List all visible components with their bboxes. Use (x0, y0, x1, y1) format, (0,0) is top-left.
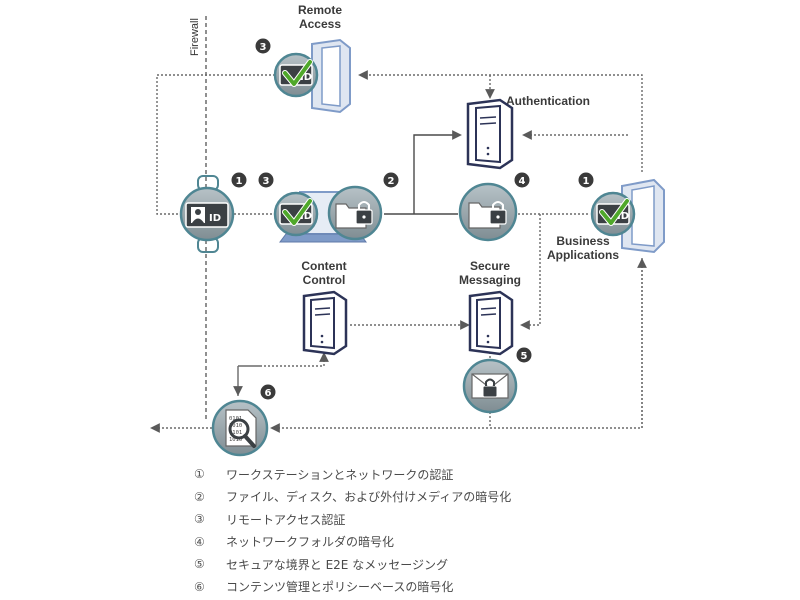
server-icon (311, 38, 351, 114)
remote-access-label-1: Remote (298, 3, 342, 17)
mail-lock-icon (471, 373, 509, 399)
legend-item: ③ リモートアクセス認証 (194, 508, 614, 531)
legend-number: ④ (194, 534, 205, 549)
svg-text:2: 2 (388, 176, 395, 187)
remote-access: Remote Access ID 3 (255, 3, 351, 114)
id-check-icon: ID (273, 191, 319, 237)
svg-text:1: 1 (236, 176, 243, 187)
server-icon (302, 290, 348, 356)
connector-policy-content (237, 352, 329, 396)
legend-text: ファイル、ディスク、および外付けメディアの暗号化 (226, 490, 512, 505)
folder-lock-icon (327, 185, 383, 241)
binary-line-4: 1010 (229, 437, 242, 443)
content-control-label-2: Control (303, 273, 346, 287)
document-magnifier-icon: 0101 1010 0101 1010 (225, 409, 257, 448)
badge-laptop-lock: 2 (383, 172, 399, 188)
binary-line-1: 0101 (229, 416, 242, 422)
legend: ① ワークステーションとネットワークの認証 ② ファイル、ディスク、および外付け… (194, 463, 614, 598)
legend-number: ⑥ (194, 579, 205, 594)
id-card-text: ID (209, 213, 221, 224)
business-applications-label-2: Applications (547, 248, 619, 262)
legend-item: ④ ネットワークフォルダの暗号化 (194, 531, 614, 554)
content-control-label-1: Content (301, 259, 346, 273)
legend-number: ② (194, 489, 205, 504)
secure-messaging-label-2: Messaging (459, 273, 521, 287)
svg-text:3: 3 (263, 176, 270, 187)
svg-text:6: 6 (265, 388, 272, 399)
legend-number: ③ (194, 512, 205, 527)
badge-laptop-check: 3 (258, 172, 274, 188)
folder-lock-icon (468, 201, 507, 229)
secure-messaging: Secure Messaging (459, 259, 521, 356)
firewall: Firewall (189, 16, 207, 420)
secure-mail: 5 (462, 347, 532, 414)
laptop-encryption: ID 3 2 (258, 172, 399, 243)
badge-mail: 5 (516, 347, 532, 363)
legend-number: ⑤ (194, 557, 205, 572)
legend-text: コンテンツ管理とポリシーベースの暗号化 (226, 580, 454, 595)
svg-text:1: 1 (583, 176, 590, 187)
legend-text: ネットワークフォルダの暗号化 (226, 535, 395, 550)
badge-remote-access: 3 (255, 38, 271, 54)
badge-policy: 6 (260, 384, 276, 400)
legend-text: リモートアクセス認証 (226, 512, 346, 527)
legend-item: ⑤ セキュアな境界と E2E なメッセージング (194, 553, 614, 576)
badge-business-app: 1 (578, 172, 594, 188)
id-check-icon: ID (590, 191, 636, 237)
legend-item: ② ファイル、ディスク、および外付けメディアの暗号化 (194, 486, 614, 509)
network-folder: 4 (458, 172, 530, 242)
binary-line-3: 0101 (229, 430, 242, 436)
content-control: Content Control (301, 259, 348, 356)
authentication-label: Authentication (506, 94, 590, 108)
secure-messaging-label-1: Secure (470, 259, 510, 273)
legend-text: セキュアな境界と E2E なメッセージング (226, 557, 448, 572)
policy-encryption: 0101 1010 0101 1010 6 (211, 384, 276, 457)
svg-text:5: 5 (521, 351, 528, 362)
id-card-text: ID (617, 211, 629, 222)
id-card-icon: ID (185, 202, 229, 228)
connector-content-policy (233, 365, 260, 396)
connector-laptop-auth (413, 130, 462, 214)
authentication: Authentication (466, 94, 590, 170)
id-check-icon: ID (273, 52, 319, 98)
svg-text:3: 3 (260, 42, 267, 53)
business-applications: ID 1 Business Applications (547, 172, 665, 262)
remote-access-label-2: Access (299, 17, 341, 31)
id-card-text: ID (300, 211, 312, 222)
firewall-label: Firewall (189, 18, 201, 56)
id-card-text: ID (300, 72, 312, 83)
badge-network-folder: 4 (514, 172, 530, 188)
server-icon (468, 290, 514, 356)
business-applications-label-1: Business (556, 234, 610, 248)
binary-line-2: 1010 (229, 423, 242, 429)
connector-business-remote (358, 70, 643, 172)
legend-number: ① (194, 467, 205, 482)
endpoint-id: ID 1 (179, 172, 247, 253)
svg-text:4: 4 (519, 176, 526, 187)
legend-item: ⑥ コンテンツ管理とポリシーベースの暗号化 (194, 576, 614, 599)
legend-text: ワークステーションとネットワークの認証 (226, 467, 454, 482)
legend-item: ① ワークステーションとネットワークの認証 (194, 463, 614, 486)
connectors (150, 70, 647, 433)
connector-business-messaging (520, 214, 541, 330)
server-icon (621, 178, 665, 254)
badge-endpoint: 1 (231, 172, 247, 188)
server-icon (466, 98, 514, 170)
